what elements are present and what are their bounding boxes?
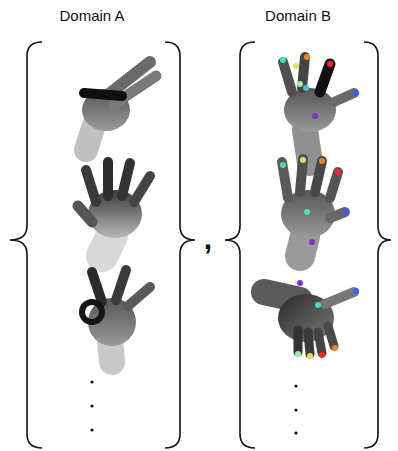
depth-hand <box>82 62 156 150</box>
brace <box>165 42 195 448</box>
ellipsis-dots <box>294 384 297 434</box>
domain-title: Domain B <box>265 7 331 24</box>
depth-hand <box>82 270 150 362</box>
depth-hand <box>264 292 354 354</box>
separator-comma: , <box>204 222 212 256</box>
brace <box>10 42 42 448</box>
keypoints <box>280 157 349 245</box>
domain-title: Domain A <box>59 7 124 24</box>
depth-hand <box>283 57 354 163</box>
ellipsis-dots <box>90 380 93 431</box>
keypoints <box>280 54 359 119</box>
curly-braces <box>10 42 391 448</box>
brace <box>364 42 391 448</box>
depth-hand <box>78 162 150 256</box>
brace <box>225 42 255 448</box>
depth-hand <box>281 159 345 256</box>
keypoints <box>295 280 359 359</box>
